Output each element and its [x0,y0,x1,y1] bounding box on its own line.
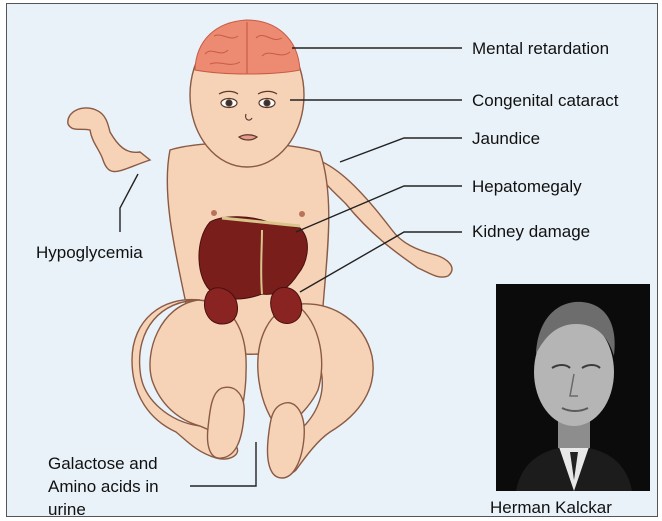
portrait-image [496,284,650,491]
label-congenital-cataract: Congenital cataract [472,91,618,110]
portrait-photo [496,284,650,491]
label-hepatomegaly: Hepatomegaly [472,177,582,196]
label-mental-retardation: Mental retardation [472,39,609,58]
label-kidney-damage: Kidney damage [472,222,590,241]
label-jaundice: Jaundice [472,129,540,148]
label-urine: Galactose and Amino acids in urine [48,452,159,521]
brain [195,20,300,74]
label-hypoglycemia: Hypoglycemia [36,243,143,262]
photo-caption: Herman Kalckar [490,498,612,517]
